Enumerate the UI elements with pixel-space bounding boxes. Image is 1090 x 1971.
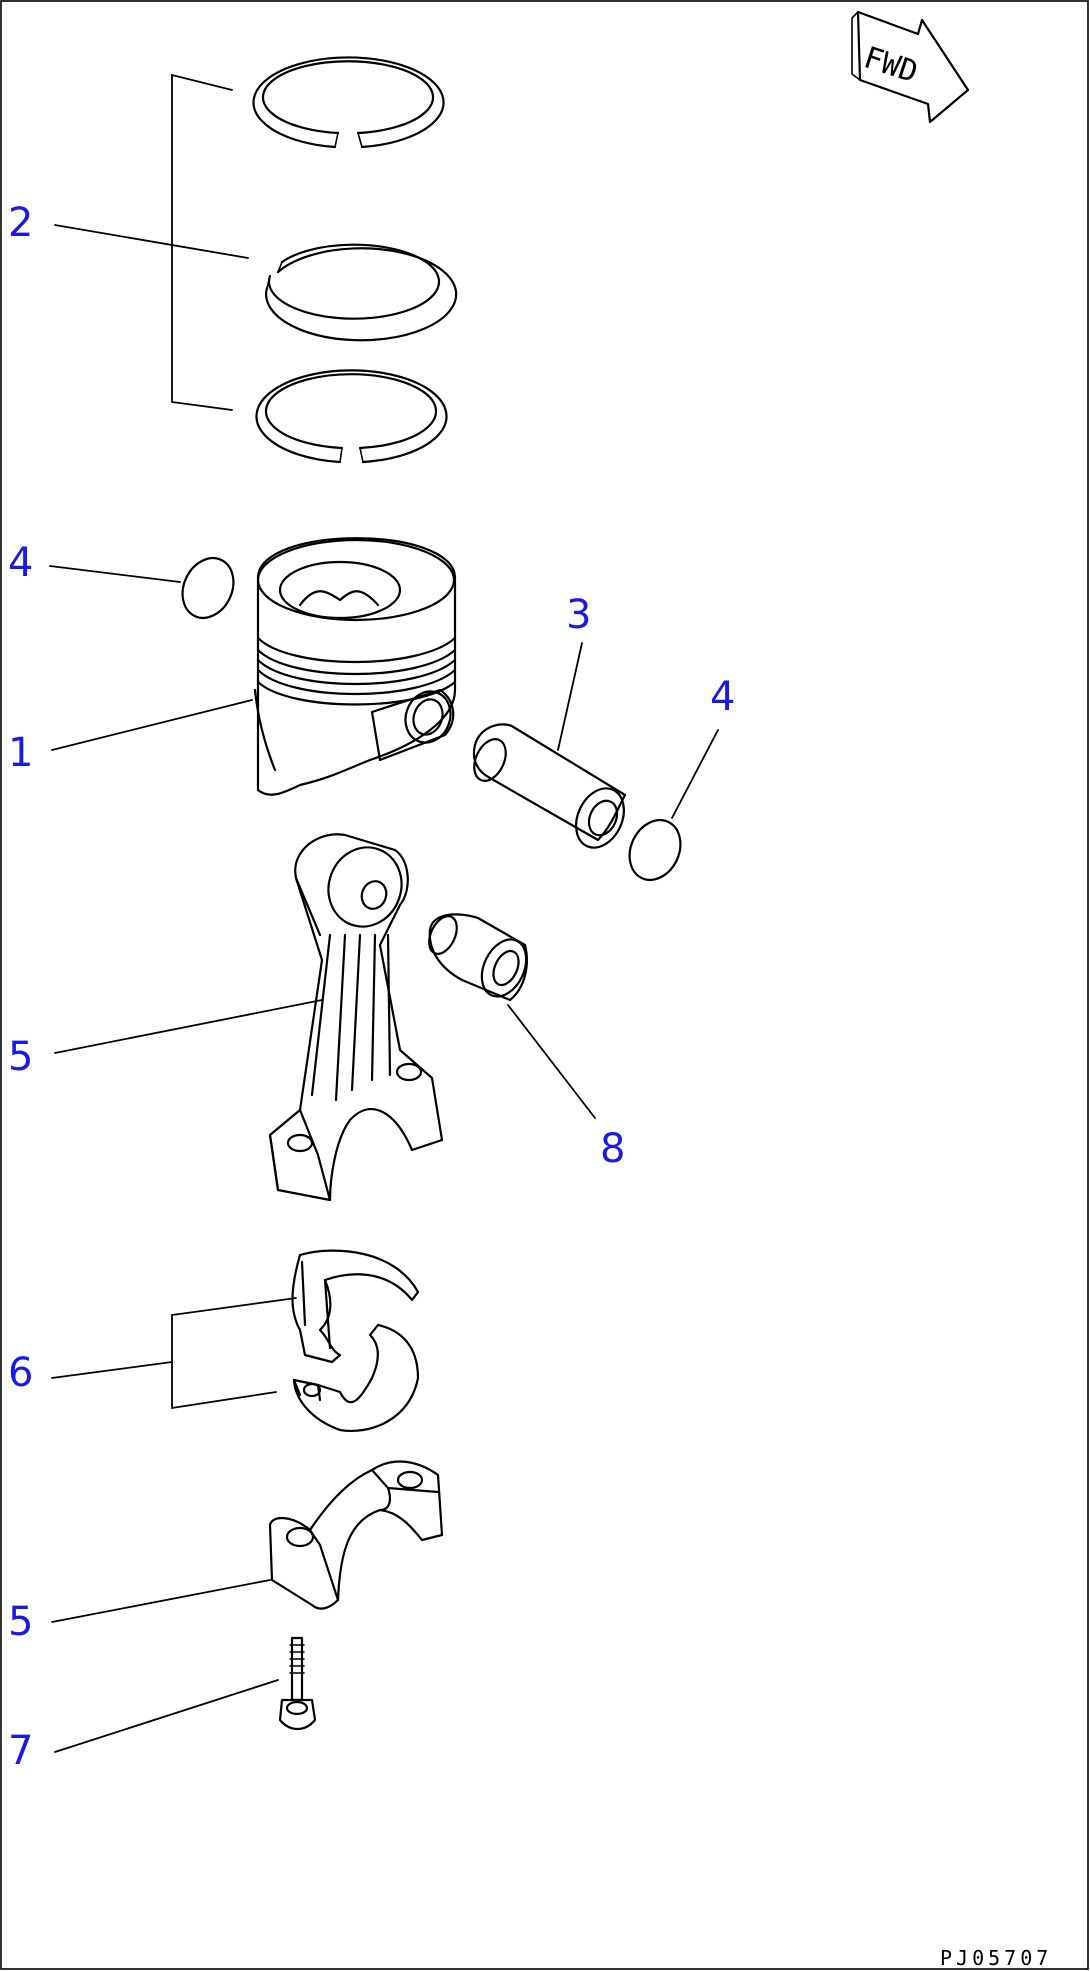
callout-5-lower: 5 bbox=[8, 1599, 33, 1645]
snap-ring-left bbox=[181, 557, 235, 619]
bearing-lower-shell bbox=[292, 1323, 420, 1432]
snap-ring-right bbox=[628, 819, 682, 881]
piston-pin bbox=[472, 723, 627, 849]
callout-4-left: 4 bbox=[8, 540, 33, 586]
connecting-rod-bolt bbox=[278, 1636, 317, 1731]
leader-1 bbox=[51, 699, 253, 751]
connecting-rod-cap bbox=[268, 1460, 444, 1610]
callout-3: 3 bbox=[566, 592, 591, 638]
piston-ring-middle bbox=[265, 243, 458, 342]
piston-ring-bottom bbox=[255, 369, 448, 464]
callout-7: 7 bbox=[8, 1728, 33, 1774]
leader-7 bbox=[54, 1679, 279, 1753]
bearing-upper-shell bbox=[291, 1249, 420, 1364]
piston-ring-top bbox=[252, 56, 445, 149]
piston bbox=[253, 537, 457, 796]
leader-6 bbox=[51, 1361, 173, 1379]
callout-8: 8 bbox=[600, 1126, 625, 1172]
leader-3 bbox=[557, 642, 583, 751]
leader-4-left bbox=[49, 565, 181, 583]
connecting-rod bbox=[268, 833, 444, 1202]
leader-5-lower bbox=[51, 1579, 271, 1623]
drawing-number: PJ05707 bbox=[940, 1946, 1052, 1970]
leader-4-right bbox=[671, 729, 719, 819]
bearing-group-bracket bbox=[171, 1297, 297, 1410]
ring-group-bracket bbox=[171, 73, 233, 411]
callout-5-upper: 5 bbox=[8, 1034, 33, 1080]
callout-6: 6 bbox=[8, 1350, 33, 1396]
leader-8 bbox=[507, 1004, 596, 1119]
forward-arrow-icon: FWD bbox=[851, 10, 970, 124]
callout-4-right: 4 bbox=[710, 674, 735, 720]
callout-2: 2 bbox=[8, 200, 33, 246]
small-end-bushing bbox=[428, 913, 528, 1002]
leader-5-upper bbox=[54, 999, 323, 1054]
leader-2 bbox=[54, 224, 249, 259]
callout-1: 1 bbox=[8, 730, 33, 776]
